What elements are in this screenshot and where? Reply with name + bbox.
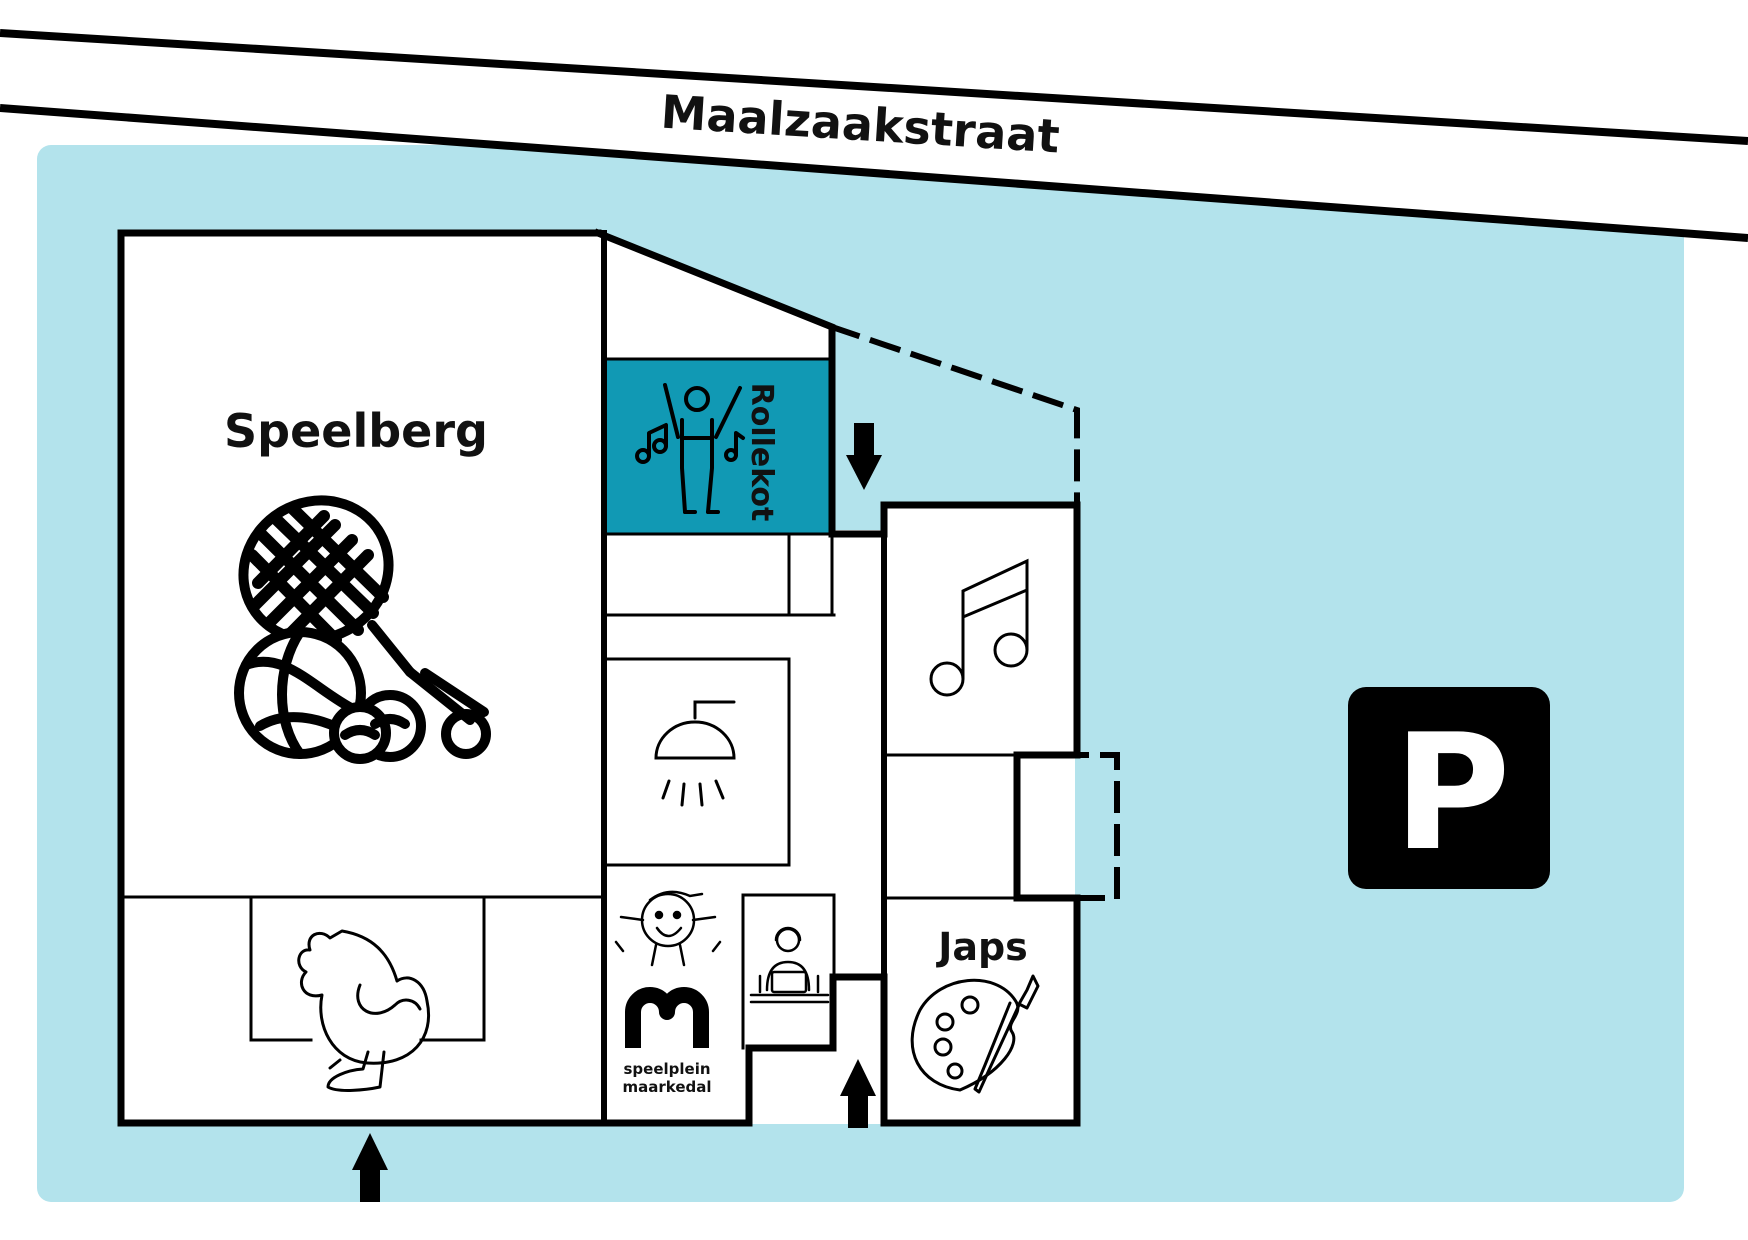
speelplein-line2: maarkedal [622, 1078, 711, 1096]
speelplein-line1: speelplein [623, 1060, 710, 1078]
speelplein-logo: speelplein maarkedal [614, 890, 722, 1096]
chicken-icon [297, 929, 430, 1092]
street: Maalzaakstraat [0, 29, 1748, 242]
room-label-speelberg: Speelberg [224, 404, 488, 458]
room-label-japs: Japs [935, 925, 1028, 969]
building [120, 233, 1075, 1124]
parking-icon [1348, 687, 1550, 889]
person-laptop-icon [749, 926, 830, 1004]
room-label-rollekot: Rollekot [744, 383, 779, 522]
parking-sign: P [1348, 687, 1550, 889]
parking-letter: P [1393, 699, 1510, 886]
shower-icon [654, 700, 736, 807]
arrow-up-icon [352, 1133, 388, 1202]
dancing-person-icon [635, 383, 745, 514]
arrow-down-icon [846, 423, 882, 490]
walls [117, 228, 1120, 1127]
music-note-icon [929, 558, 1029, 697]
arrow-up-icon [840, 1059, 876, 1128]
paint-palette-icon [910, 974, 1040, 1094]
sports-balls-icon [234, 495, 491, 764]
room-rollekot[interactable] [604, 359, 830, 534]
